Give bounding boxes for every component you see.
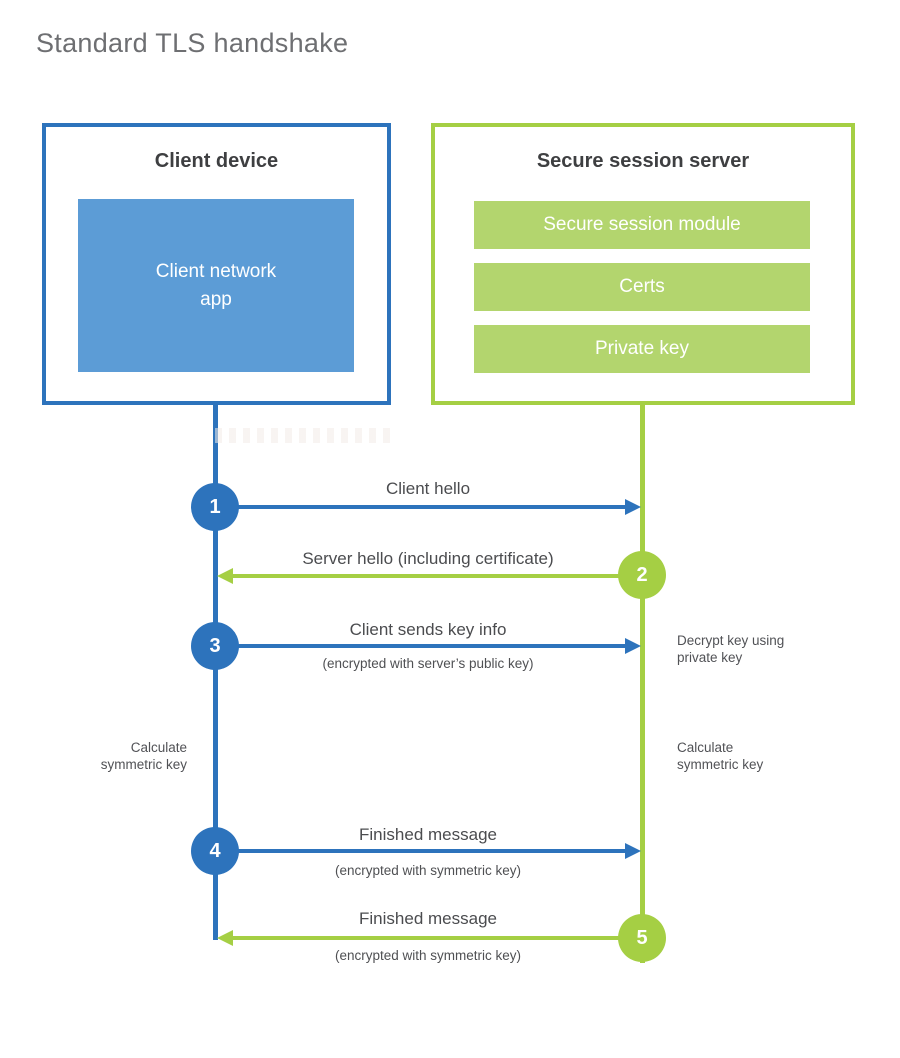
step-circle-4: 4 [191, 827, 239, 875]
message-sub-finished-server: (encrypted with symmetric key) [334, 948, 522, 963]
note-calculate-symmetric-key-client: Calculate symmetric key [100, 740, 187, 772]
message-sub-finished-client: (encrypted with symmetric key) [334, 863, 522, 878]
message-label-finished-client: Finished message [359, 825, 497, 844]
arrowhead-left-icon [217, 568, 233, 584]
arrow-server-hello [232, 574, 642, 578]
step-circle-3: 3 [191, 622, 239, 670]
message-label-server-hello: Server hello (including certificate) [302, 549, 554, 568]
message-label-key-info: Client sends key info [349, 620, 507, 639]
note-calculate-symmetric-key-server: Calculate symmetric key [677, 740, 764, 772]
client-device-title: Client device [154, 150, 279, 172]
arrowhead-left-icon [217, 930, 233, 946]
faded-dashes-artifact [215, 428, 391, 443]
server-lifeline [640, 403, 645, 963]
client-lifeline [213, 403, 218, 940]
server-module-secure-session: Secure session module [474, 201, 810, 249]
message-label-finished-server: Finished message [359, 909, 497, 928]
step-circle-2: 2 [618, 551, 666, 599]
page-title: Standard TLS handshake [36, 28, 349, 58]
arrowhead-right-icon [625, 843, 641, 859]
client-network-app-box: Client network app [78, 199, 354, 372]
arrowhead-right-icon [625, 638, 641, 654]
arrow-key-info [216, 644, 626, 648]
note-decrypt-key: Decrypt key using private key [677, 633, 785, 665]
arrow-finished-server [232, 936, 642, 940]
step-circle-5: 5 [618, 914, 666, 962]
step-circle-1: 1 [191, 483, 239, 531]
server-title: Secure session server [536, 150, 750, 172]
arrow-client-hello [216, 505, 626, 509]
server-module-private-key: Private key [474, 325, 810, 373]
server-module-certs: Certs [474, 263, 810, 311]
arrow-finished-client [216, 849, 626, 853]
message-label-client-hello: Client hello [385, 479, 471, 498]
arrowhead-right-icon [625, 499, 641, 515]
message-sub-key-info: (encrypted with server’s public key) [322, 656, 534, 671]
